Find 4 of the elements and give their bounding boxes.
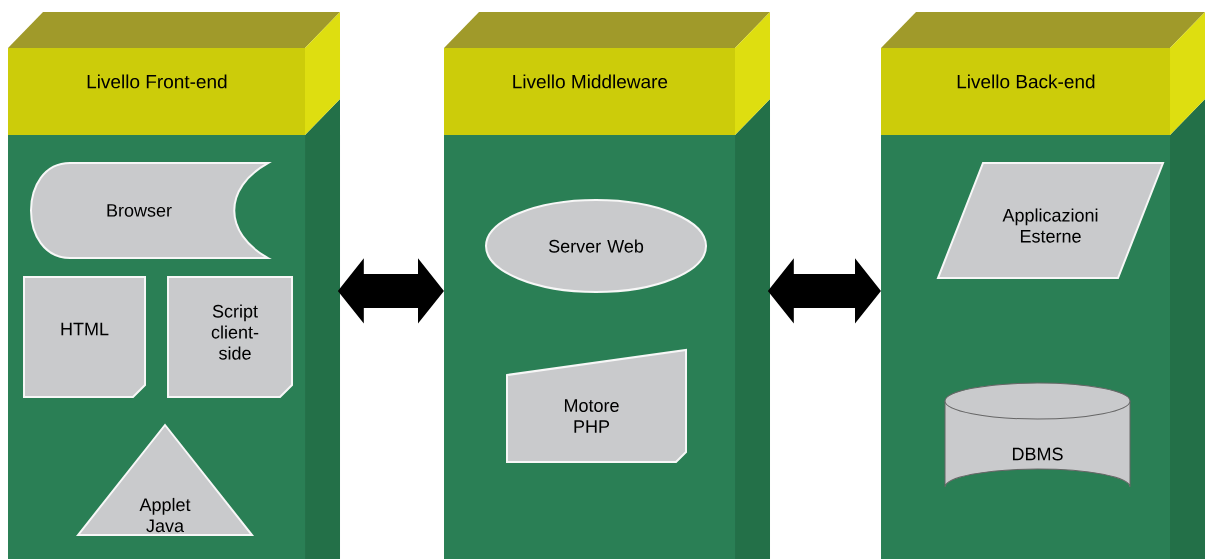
- database-cylinder: DBMS: [944, 382, 1131, 488]
- node-label: Livello Front-end: [87, 74, 227, 89]
- node-label: Livello Middleware: [513, 74, 668, 89]
- node-label: Livello Back-end: [957, 74, 1095, 89]
